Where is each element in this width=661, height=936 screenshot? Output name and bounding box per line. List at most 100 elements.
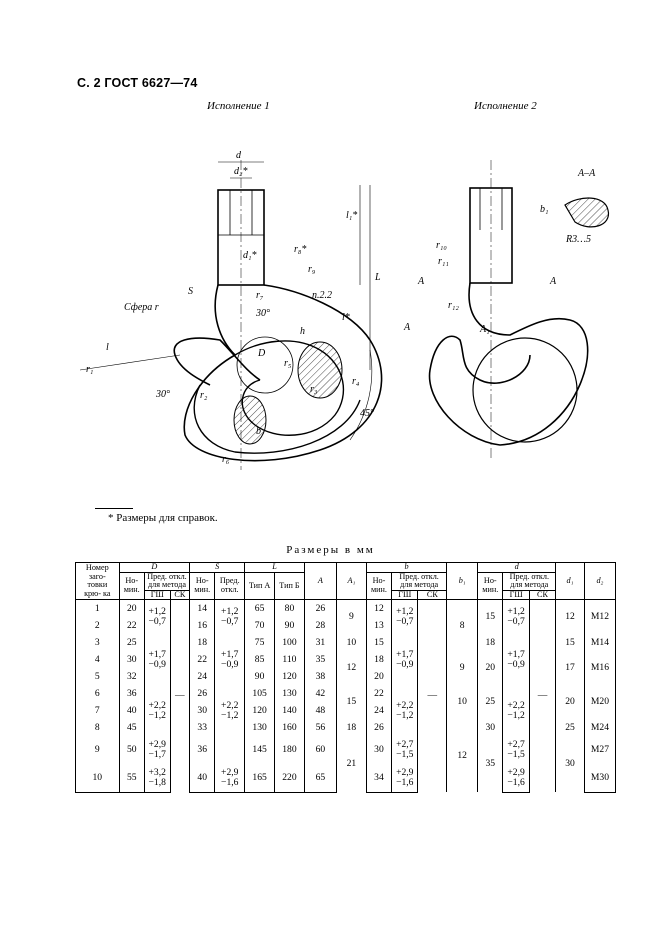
table-cell: +1,2 −0,7: [502, 599, 530, 635]
table-cell: 130: [244, 719, 276, 737]
table-cell: 75: [244, 634, 276, 652]
dim-A1: A₁: [479, 324, 490, 335]
table-cell: 30: [555, 736, 585, 793]
table-cell: 10: [446, 685, 479, 720]
dim-l: l*: [342, 312, 350, 323]
table-cell: 18: [189, 634, 216, 652]
th-d-sk: СК: [528, 589, 557, 601]
table-cell: —: [417, 599, 448, 793]
table-cell: 12: [555, 599, 585, 635]
table-cell: 20: [118, 599, 145, 618]
table-cell: +2,7 −1,5: [391, 736, 419, 765]
table-cell: 145: [244, 736, 276, 765]
table-cell: М14: [583, 634, 617, 652]
table-cell: 15: [336, 685, 367, 720]
table-cell: 24: [365, 702, 393, 720]
table-cell: 26: [303, 599, 338, 618]
table-cell: +2,9 −1,6: [214, 764, 246, 793]
table-cell: 22: [189, 651, 216, 669]
table-cell: 36: [118, 685, 145, 703]
table-cell: М20: [583, 685, 617, 720]
footnote-rule: [95, 508, 133, 509]
page-header: С. 2 ГОСТ 6627—74: [77, 76, 198, 90]
table-cell: 120: [244, 702, 276, 720]
table-cell: 18: [336, 719, 367, 737]
dim-L: L: [374, 272, 381, 283]
th-L-typeB: Тип Б: [274, 571, 305, 601]
table-cell: 50: [118, 736, 145, 765]
table-cell: 2: [75, 617, 120, 635]
dim-r8: r₈*: [294, 244, 306, 255]
table-cell: 80: [274, 599, 305, 618]
dim-r7: r₇: [256, 290, 264, 301]
table-cell: [214, 736, 246, 765]
dim-r6: r₆: [222, 454, 230, 465]
table-cell: +1,7 −0,9: [143, 634, 171, 686]
dim-d2: d₂*: [234, 166, 247, 177]
table-cell: М24: [583, 719, 617, 737]
section-label: А–А: [577, 168, 596, 179]
table-cell: 22: [365, 685, 393, 703]
table-cell: 42: [303, 685, 338, 703]
dim-A: A: [403, 322, 411, 333]
dim-r12: r₁₂: [448, 300, 459, 311]
th-b-sk: СК: [417, 589, 448, 601]
table-cell: 33: [189, 719, 216, 737]
table-cell: 165: [244, 764, 276, 793]
dim-d: d: [236, 150, 242, 161]
table-cell: +1,2 −0,7: [143, 599, 171, 635]
th-L-typeA: Тип А: [244, 571, 276, 601]
note-2-2: п.2.2: [312, 290, 332, 301]
hook-drawing: d d₂* d₁* l₁* L l* r₈* r₉ r₇ r₁ r₂ r₃ r₄…: [79, 150, 609, 470]
table-cell: +2,2 −1,2: [391, 685, 419, 737]
table-cell: 18: [365, 651, 393, 669]
angle-30a: 30°: [255, 308, 270, 319]
variant-2-caption: Исполнение 2: [474, 100, 537, 112]
th-S-dev: Пред. откл.: [214, 571, 246, 601]
th-b1: b₁: [446, 561, 479, 601]
dim-r10: r₁₀: [436, 240, 447, 251]
th-L: L: [244, 562, 305, 573]
table-cell: 48: [303, 702, 338, 720]
table-cell: 35: [303, 651, 338, 669]
table-cell: 21: [336, 736, 367, 793]
table-cell: 18: [477, 634, 504, 652]
table-cell: 22: [118, 617, 145, 635]
th-D-sk: СК: [169, 589, 191, 601]
table-cell: +1,2 −0,7: [214, 599, 246, 635]
hook-variant-1: [79, 160, 383, 470]
table-cell: 90: [274, 617, 305, 635]
dim-r3: r₃: [310, 384, 318, 395]
table-cell: 9: [446, 651, 479, 686]
table-cell: +1,7 −0,9: [214, 634, 246, 686]
th-d-nom: Но- мин.: [477, 571, 504, 601]
table-cell: М27: [583, 736, 617, 765]
th-d-dev: Пред. откл. для метода: [502, 571, 557, 591]
th-A1: A₁: [336, 561, 367, 601]
table-cell: +2,2 −1,2: [214, 685, 246, 737]
table-cell: 100: [274, 634, 305, 652]
dim-S: S: [188, 286, 193, 297]
angle-30b: 30°: [155, 389, 170, 400]
table-cell: +2,9 −1,6: [502, 764, 530, 793]
th-b-dev: Пред. откл. для метода: [391, 571, 448, 591]
table-cell: +2,2 −1,2: [143, 685, 171, 737]
dim-l-small: l: [106, 342, 109, 353]
table-caption: Размеры в мм: [286, 544, 375, 556]
table-cell: 15: [555, 634, 585, 652]
table-cell: 4: [75, 651, 120, 669]
th-S: S: [189, 562, 246, 573]
table-cell: 20: [365, 668, 393, 686]
table-cell: 130: [274, 685, 305, 703]
table-cell: 3: [75, 634, 120, 652]
table-cell: +1,2 −0,7: [391, 599, 419, 635]
table-cell: 32: [118, 668, 145, 686]
th-D-dev: Пред. откл. для метода: [143, 571, 191, 591]
table-cell: 30: [477, 719, 504, 737]
dimensions-table: Номер заго- товки крю- ка D S L A A₁ b b…: [75, 561, 617, 793]
table-cell: 20: [555, 685, 585, 720]
